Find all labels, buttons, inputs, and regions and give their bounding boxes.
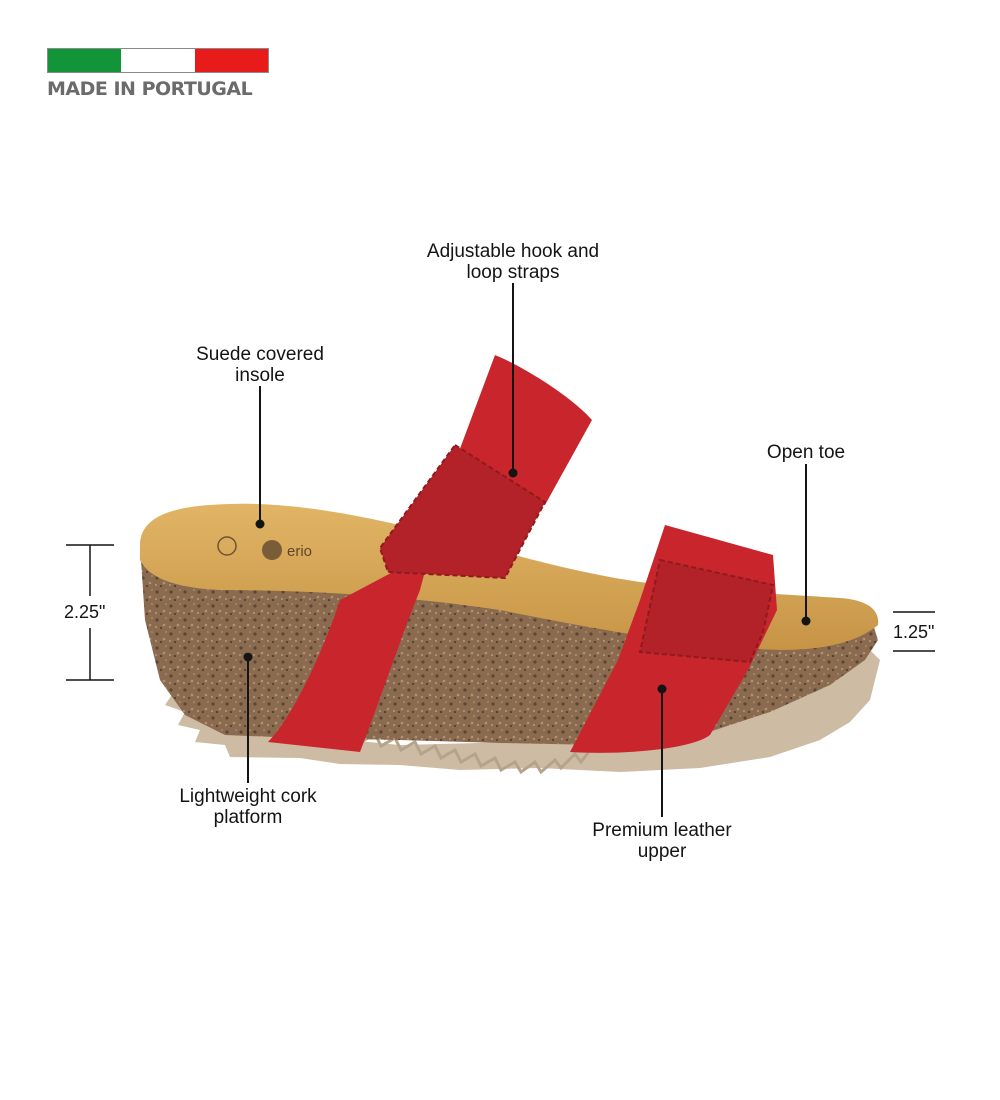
heel-height-label: 2.25" (64, 602, 106, 622)
callout-straps: Adjustable hook and loop straps (427, 241, 599, 283)
callout-upper-line2: upper (637, 841, 687, 862)
callout-platform-line1: Lightweight cork (179, 786, 317, 807)
callout-insole-line1: Suede covered (196, 344, 324, 365)
callout-pointers (243, 283, 811, 817)
callout-platform-line2: platform (213, 807, 283, 828)
made-in-label: MADE IN PORTUGAL (47, 78, 253, 100)
callout-toe-line1: Open toe (766, 442, 846, 463)
flag-stripe-green (48, 49, 122, 72)
flag-stripe-white (121, 49, 195, 72)
callout-insole: Suede covered insole (196, 344, 324, 386)
callout-upper: Premium leather upper (592, 820, 731, 862)
callout-straps-line2: loop straps (466, 262, 560, 283)
insole-logo: erio (217, 536, 312, 560)
callout-insole-line2: insole (235, 365, 285, 386)
leather-strap-rear (268, 355, 592, 752)
callout-toe: Open toe (767, 442, 845, 463)
height-dimension-lines (66, 544, 935, 681)
insole-logo-text: erio (287, 543, 312, 560)
portugal-flag-icon (47, 48, 269, 73)
callout-straps-line1: Adjustable hook and (426, 241, 600, 262)
toe-height-label: 1.25" (893, 622, 935, 642)
callout-upper-line1: Premium leather (592, 820, 732, 841)
flag-stripe-red (194, 49, 268, 72)
leather-strap-front (570, 525, 777, 753)
made-in-portugal-badge: MADE IN PORTUGAL (47, 48, 269, 100)
callout-platform: Lightweight cork platform (179, 786, 316, 828)
